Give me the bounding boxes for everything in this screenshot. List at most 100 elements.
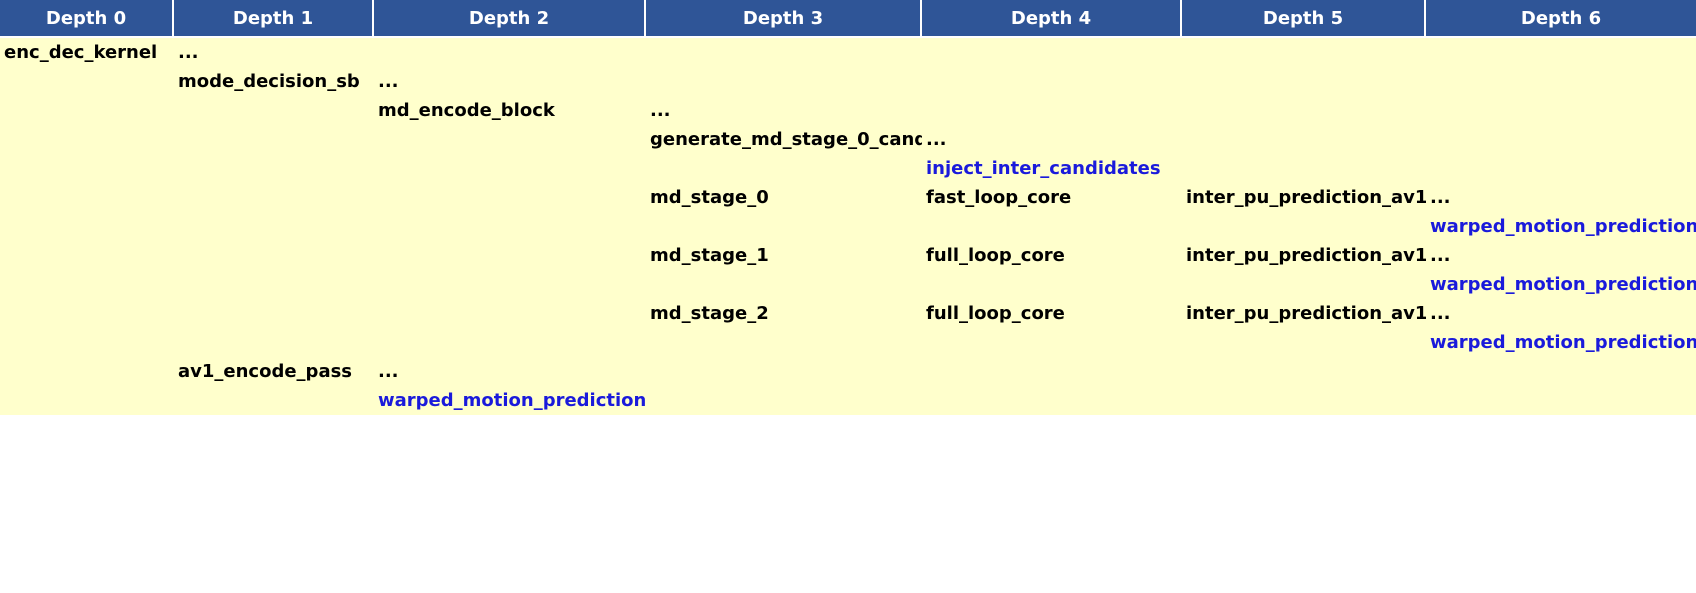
- tree-cell-empty: [374, 241, 646, 270]
- function-name-cell: md_stage_1: [646, 241, 922, 270]
- function-name-cell: mode_decision_sb: [174, 67, 374, 96]
- tree-cell-empty: [0, 96, 174, 125]
- function-name-cell: fast_loop_core: [922, 183, 1182, 212]
- tree-cell-empty: [646, 357, 922, 386]
- tree-cell-empty: [174, 183, 374, 212]
- tree-cell-empty: [922, 96, 1182, 125]
- tree-cell-empty: [922, 357, 1182, 386]
- tree-cell-empty: [0, 299, 174, 328]
- header-row: Depth 0 Depth 1 Depth 2 Depth 3 Depth 4 …: [0, 0, 1696, 38]
- function-name-cell: warped_motion_prediction: [1426, 328, 1696, 357]
- tree-cell-empty: [174, 328, 374, 357]
- tree-cell-empty: [646, 328, 922, 357]
- depth-1-header: Depth 1: [174, 0, 374, 38]
- tree-cell-empty: [174, 125, 374, 154]
- tree-cell-empty: [646, 386, 922, 415]
- tree-cell-empty: [1182, 386, 1426, 415]
- function-name-cell: inter_pu_prediction_av1: [1182, 241, 1426, 270]
- tree-cell-empty: [374, 299, 646, 328]
- depth-0-header: Depth 0: [0, 0, 174, 38]
- tree-cell-empty: [1182, 154, 1426, 183]
- function-name-cell: inject_inter_candidates: [922, 154, 1182, 183]
- tree-cell-empty: [0, 270, 174, 299]
- depth-5-header: Depth 5: [1182, 0, 1426, 38]
- tree-cell-empty: [174, 241, 374, 270]
- function-name-cell: enc_dec_kernel: [0, 38, 174, 67]
- tree-cell-empty: [374, 212, 646, 241]
- tree-cell-empty: [1182, 125, 1426, 154]
- call-tree-table: Depth 0 Depth 1 Depth 2 Depth 3 Depth 4 …: [0, 0, 1696, 415]
- tree-cell-empty: [1182, 38, 1426, 67]
- tree-row: enc_dec_kernel...: [0, 38, 1696, 67]
- function-name-cell: inter_pu_prediction_av1: [1182, 299, 1426, 328]
- tree-cell-empty: [0, 183, 174, 212]
- tree-cell-empty: [646, 270, 922, 299]
- ellipsis-cell: ...: [374, 357, 646, 386]
- function-name-cell: warped_motion_prediction: [374, 386, 646, 415]
- ellipsis-cell: ...: [1426, 299, 1696, 328]
- tree-cell-empty: [922, 212, 1182, 241]
- tree-cell-empty: [646, 154, 922, 183]
- tree-cell-empty: [1426, 386, 1696, 415]
- tree-cell-empty: [0, 212, 174, 241]
- tree-cell-empty: [374, 183, 646, 212]
- ellipsis-cell: ...: [646, 96, 922, 125]
- depth-6-header: Depth 6: [1426, 0, 1696, 38]
- depth-4-header: Depth 4: [922, 0, 1182, 38]
- ellipsis-cell: ...: [1426, 183, 1696, 212]
- tree-row: warped_motion_prediction: [0, 328, 1696, 357]
- tree-cell-empty: [922, 328, 1182, 357]
- function-name-cell: full_loop_core: [922, 241, 1182, 270]
- tree-cell-empty: [374, 328, 646, 357]
- tree-cell-empty: [0, 154, 174, 183]
- tree-cell-empty: [1426, 96, 1696, 125]
- function-name-cell: generate_md_stage_0_cand: [646, 125, 922, 154]
- function-name-cell: warped_motion_prediction: [1426, 270, 1696, 299]
- function-name-cell: full_loop_core: [922, 299, 1182, 328]
- function-name-cell: md_stage_2: [646, 299, 922, 328]
- ellipsis-cell: ...: [174, 38, 374, 67]
- tree-cell-empty: [174, 299, 374, 328]
- tree-cell-empty: [1426, 125, 1696, 154]
- tree-cell-empty: [922, 38, 1182, 67]
- ellipsis-cell: ...: [374, 67, 646, 96]
- tree-cell-empty: [174, 96, 374, 125]
- tree-row: md_encode_block...: [0, 96, 1696, 125]
- function-name-cell: warped_motion_prediction: [1426, 212, 1696, 241]
- tree-row: mode_decision_sb...: [0, 67, 1696, 96]
- tree-row: av1_encode_pass...: [0, 357, 1696, 386]
- function-name-cell: md_stage_0: [646, 183, 922, 212]
- ellipsis-cell: ...: [1426, 241, 1696, 270]
- tree-cell-empty: [174, 270, 374, 299]
- tree-cell-empty: [174, 386, 374, 415]
- tree-row: generate_md_stage_0_cand...: [0, 125, 1696, 154]
- function-name-cell: inter_pu_prediction_av1: [1182, 183, 1426, 212]
- tree-cell-empty: [374, 154, 646, 183]
- tree-cell-empty: [1426, 38, 1696, 67]
- tree-cell-empty: [1182, 212, 1426, 241]
- ellipsis-cell: ...: [922, 125, 1182, 154]
- tree-cell-empty: [174, 212, 374, 241]
- tree-cell-empty: [1426, 67, 1696, 96]
- tree-cell-empty: [922, 386, 1182, 415]
- tree-cell-empty: [0, 241, 174, 270]
- call-tree-body: enc_dec_kernel...mode_decision_sb...md_e…: [0, 38, 1696, 415]
- tree-cell-empty: [374, 38, 646, 67]
- depth-2-header: Depth 2: [374, 0, 646, 38]
- tree-row: inject_inter_candidates: [0, 154, 1696, 183]
- tree-cell-empty: [646, 67, 922, 96]
- tree-cell-empty: [1182, 270, 1426, 299]
- tree-row: warped_motion_prediction: [0, 386, 1696, 415]
- tree-cell-empty: [1182, 67, 1426, 96]
- tree-row: warped_motion_prediction: [0, 212, 1696, 241]
- tree-cell-empty: [0, 328, 174, 357]
- tree-row: warped_motion_prediction: [0, 270, 1696, 299]
- function-name-cell: md_encode_block: [374, 96, 646, 125]
- tree-cell-empty: [0, 125, 174, 154]
- tree-cell-empty: [374, 125, 646, 154]
- tree-cell-empty: [646, 212, 922, 241]
- tree-cell-empty: [1426, 154, 1696, 183]
